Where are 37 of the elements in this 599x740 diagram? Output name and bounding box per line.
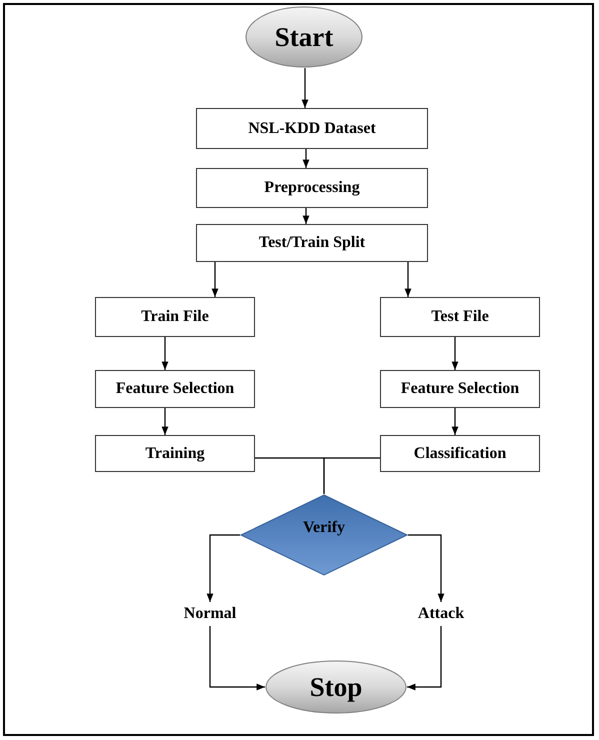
node-label: Training: [145, 444, 205, 464]
arrow: [212, 262, 218, 297]
node-label: Test/Train Split: [258, 233, 366, 253]
node-label: Test File: [431, 307, 489, 327]
node-label: Stop: [310, 670, 362, 704]
node-label: Normal: [184, 604, 236, 624]
process-box: [95, 370, 255, 408]
process-box: [380, 370, 540, 408]
process-box: [380, 297, 540, 337]
node-label: Classification: [414, 444, 506, 464]
node-label: Verify: [302, 518, 346, 538]
arrow: [452, 408, 458, 435]
arrow: [162, 408, 168, 435]
node-label: Start: [274, 20, 334, 54]
connector-line: [323, 457, 380, 494]
process-box: [95, 435, 255, 472]
arrow: [162, 337, 168, 370]
arrow: [407, 626, 442, 690]
process-box: [196, 224, 428, 262]
node-label: NSL-KDD Dataset: [248, 118, 376, 138]
node-label: Attack: [418, 604, 464, 624]
node-label: Feature Selection: [400, 379, 520, 399]
process-box: [95, 297, 255, 337]
arrow: [404, 262, 412, 297]
node-label: Train File: [141, 307, 209, 327]
node-label: Feature Selection: [116, 379, 234, 399]
process-box: [196, 108, 428, 149]
arrow: [408, 534, 444, 602]
arrow: [206, 534, 240, 602]
arrow: [302, 208, 310, 224]
arrow: [452, 337, 458, 370]
process-box: [380, 435, 540, 472]
node-label: Preprocessing: [264, 178, 360, 198]
arrow: [209, 626, 265, 690]
process-box: [196, 168, 428, 208]
arrow: [302, 149, 310, 168]
arrow: [302, 68, 308, 108]
